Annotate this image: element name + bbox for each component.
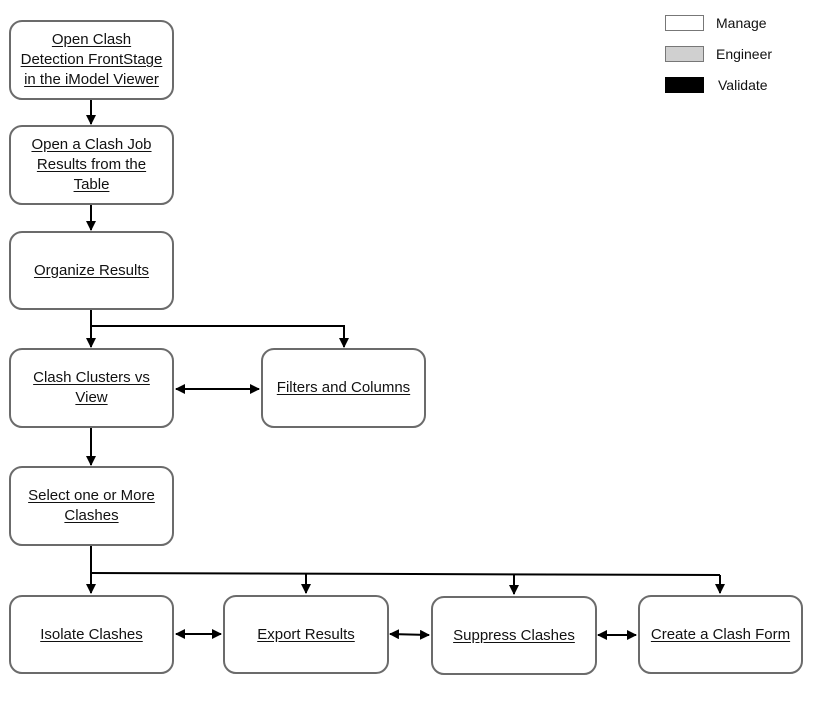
node-organize-results[interactable]: Organize Results <box>9 231 174 310</box>
legend-label-manage: Manage <box>716 15 767 31</box>
node-open-job-results[interactable]: Open a Clash Job Results from the Table <box>9 125 174 205</box>
node-suppress-clashes[interactable]: Suppress Clashes <box>431 596 597 675</box>
node-create-clash-form[interactable]: Create a Clash Form <box>638 595 803 674</box>
node-filters-and-columns[interactable]: Filters and Columns <box>261 348 426 428</box>
legend-label-validate: Validate <box>718 77 768 93</box>
node-export-results[interactable]: Export Results <box>223 595 389 674</box>
legend-swatch-validate <box>665 77 704 93</box>
node-select-clashes[interactable]: Select one or More Clashes <box>9 466 174 546</box>
node-clash-clusters-vs-view[interactable]: Clash Clusters vs View <box>9 348 174 428</box>
legend-swatch-manage <box>665 15 704 31</box>
legend-swatch-engineer <box>665 46 704 62</box>
arrow-organize-to-filters <box>91 325 349 348</box>
node-isolate-clashes[interactable]: Isolate Clashes <box>9 595 174 674</box>
legend-label-engineer: Engineer <box>716 46 773 62</box>
arrow-export-suppress <box>389 629 430 640</box>
connector-select-branch <box>90 572 721 576</box>
node-open-frontstage[interactable]: Open Clash Detection FrontStage in the i… <box>9 20 174 100</box>
